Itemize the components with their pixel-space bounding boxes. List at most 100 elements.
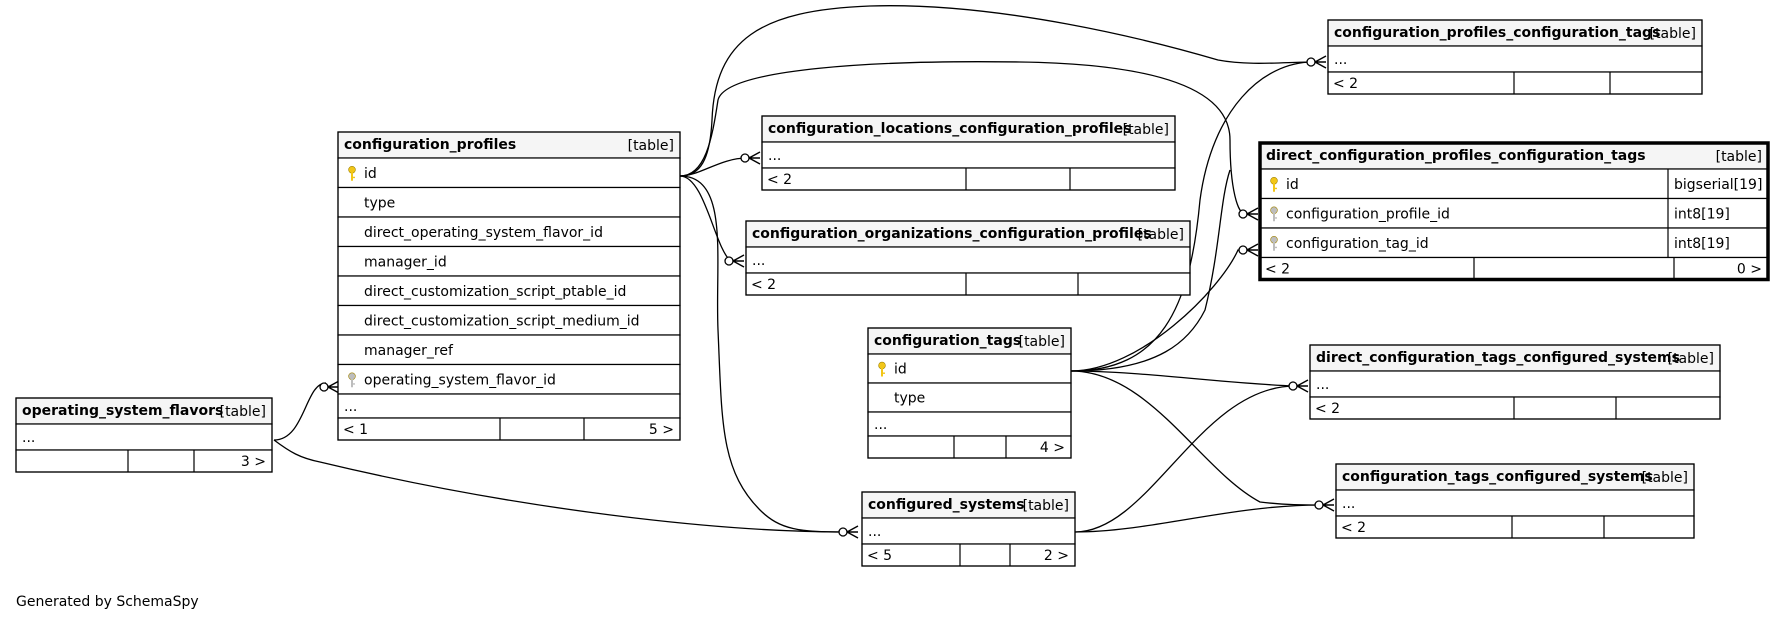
relationship-line (679, 5, 1314, 177)
table-type-tag: [table] (1023, 498, 1069, 514)
column-name: ... (1334, 52, 1347, 68)
foreign-key-icon (1270, 236, 1278, 251)
table-name: configured_systems (868, 497, 1025, 513)
child-count: 3 > (241, 454, 266, 470)
table-configuration-tags[interactable]: configuration_tags[table] id type... 4 > (867, 327, 1072, 459)
column-name: ... (1342, 496, 1355, 512)
foreign-key-icon (348, 372, 356, 388)
table-type-tag: [table] (1138, 227, 1184, 243)
primary-key-icon (1270, 177, 1278, 192)
parent-count: < 2 (1333, 76, 1358, 92)
table-configuration-profiles-configuration-tags[interactable]: configuration_profiles_configuration_tag… (1327, 19, 1703, 95)
relationship-line (679, 61, 1246, 215)
relationship-line (1074, 504, 1322, 533)
table-type-tag: [table] (628, 138, 674, 154)
table-configuration-locations-configuration-profiles[interactable]: configuration_locations_configuration_pr… (761, 115, 1176, 191)
table-name: configuration_profiles (344, 137, 516, 153)
column-name: ... (868, 524, 881, 540)
table-configuration-organizations-configuration-profiles[interactable]: configuration_organizations_configuratio… (745, 220, 1191, 296)
crows-foot-marker (1314, 498, 1335, 512)
crows-foot-marker (724, 254, 745, 268)
column-type: int8[19] (1674, 206, 1730, 222)
column-name: ... (22, 430, 35, 446)
crows-foot-marker (319, 380, 340, 394)
relationship-line (1070, 169, 1231, 372)
column-name: ... (768, 148, 781, 164)
table-type-tag: [table] (1123, 122, 1169, 138)
parent-count: < 2 (751, 277, 776, 293)
column-name: manager_ref (364, 343, 454, 359)
relationship-line (1070, 61, 1314, 372)
column-name: manager_id (364, 254, 447, 270)
tables-layer: operating_system_flavors[table]...3 >con… (15, 19, 1770, 567)
column-name: direct_customization_script_ptable_id (364, 284, 626, 300)
column-name: ... (1316, 377, 1329, 393)
crows-foot-marker (1238, 207, 1259, 221)
relationship-line (273, 382, 327, 441)
relationship-line (1070, 370, 1296, 387)
primary-key-icon (348, 166, 356, 181)
parent-count: < 2 (1265, 262, 1290, 278)
table-configuration-profiles[interactable]: configuration_profiles [table] id type direc… (337, 131, 681, 441)
table-configured-systems[interactable]: configured_systems[table]... < 5 2 > (861, 491, 1076, 567)
relationship-line (1070, 370, 1322, 506)
table-configuration-tags-configured-systems[interactable]: configuration_tags_configured_systems[ta… (1335, 463, 1695, 539)
child-count: 2 > (1044, 548, 1069, 564)
table-type-tag: [table] (1716, 149, 1762, 165)
relationship-line (273, 439, 846, 533)
child-count: 5 > (649, 422, 674, 438)
parent-count: < 2 (767, 172, 792, 188)
table-type-tag: [table] (1642, 470, 1688, 486)
parent-count: < 5 (867, 548, 892, 564)
crows-foot-marker (1238, 243, 1259, 257)
column-name: type (894, 391, 925, 407)
table-name: configuration_tags (874, 333, 1021, 349)
child-count: 0 > (1737, 262, 1762, 278)
table-name: direct_configuration_tags_configured_sys… (1316, 350, 1680, 366)
column-name: direct_operating_system_flavor_id (364, 225, 603, 241)
generated-by-footer: Generated by SchemaSpy (16, 594, 199, 610)
column-name: id (894, 362, 907, 378)
column-name: operating_system_flavor_id (364, 372, 556, 388)
table-type-tag: [table] (1650, 26, 1696, 42)
relationship-markers (319, 55, 1335, 539)
relationship-line (679, 175, 732, 262)
parent-count: < 2 (1341, 520, 1366, 536)
crows-foot-marker (1288, 379, 1309, 393)
table-direct-configuration-tags-configured-systems[interactable]: direct_configuration_tags_configured_sys… (1309, 344, 1721, 420)
table-name: configuration_organizations_configuratio… (752, 226, 1152, 242)
table-operating-system-flavors[interactable]: operating_system_flavors[table]... 3 > (15, 397, 273, 473)
column-name: configuration_tag_id (1286, 236, 1429, 252)
parent-count: < 1 (343, 422, 368, 438)
parent-count: < 2 (1315, 401, 1340, 417)
table-type-tag: [table] (220, 404, 266, 420)
table-type-tag: [table] (1019, 334, 1065, 350)
column-name: configuration_profile_id (1286, 206, 1450, 222)
column-name: direct_customization_script_medium_id (364, 313, 640, 329)
column-name: type (364, 195, 395, 211)
table-name: configuration_locations_configuration_pr… (768, 121, 1131, 137)
table-type-tag: [table] (1668, 351, 1714, 367)
child-count: 4 > (1040, 440, 1065, 456)
column-name: ... (752, 253, 765, 269)
table-name: direct_configuration_profiles_configurat… (1266, 148, 1646, 164)
crows-foot-marker (838, 525, 859, 539)
column-name: id (1286, 177, 1299, 193)
table-name: configuration_tags_configured_systems (1342, 469, 1653, 485)
column-type: bigserial[19] (1674, 177, 1762, 193)
column-type: int8[19] (1674, 236, 1730, 252)
table-direct-configuration-profiles-configuration-tags[interactable]: direct_configuration_profiles_configurat… (1258, 141, 1770, 282)
relationship-edges (273, 5, 1322, 533)
table-name: configuration_profiles_configuration_tag… (1334, 25, 1660, 41)
relationship-line (679, 175, 846, 533)
table-name: operating_system_flavors (22, 403, 223, 419)
column-name: ... (344, 399, 357, 415)
column-name: id (364, 166, 377, 182)
primary-key-icon (878, 361, 886, 377)
column-name: ... (874, 417, 887, 433)
foreign-key-icon (1270, 206, 1278, 222)
relationship-line (1074, 385, 1296, 533)
crows-foot-marker (740, 151, 761, 165)
crows-foot-marker (1306, 55, 1327, 69)
